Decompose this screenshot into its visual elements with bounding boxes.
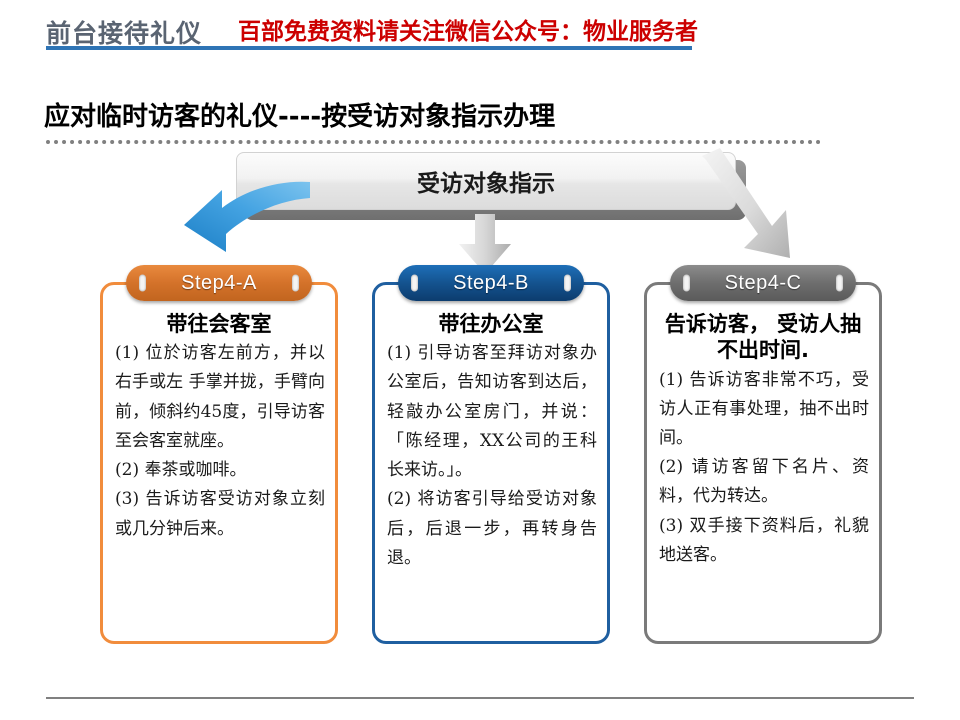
step-body-item: (2) 奉茶或咖啡。 [115,460,247,481]
screw-right-icon [292,274,299,292]
step-body-item: (1) 位於访客左前方，并以右手或左 手掌并拢，手臂向前，倾斜约45度，引导访客… [115,343,325,451]
dotted-divider [46,140,821,144]
step-badge-label-a: Step4-A [181,271,257,294]
step-body-item: (1) 引导访客至拜访对象办公室后，告知访客到达后，轻敲办公室房门，并说：「陈经… [387,343,597,481]
step-badge-b[interactable]: Step4-B [398,265,584,301]
step-badge-label-b: Step4-B [453,271,529,294]
step-badge-c[interactable]: Step4-C [670,265,856,301]
screw-left-icon [683,274,690,292]
step-card-a[interactable]: Step4-A 带往会客室 (1) 位於访客左前方，并以右手或左 手掌并拢，手臂… [100,265,338,644]
step-body-b: (1) 引导访客至拜访对象办公室后，告知访客到达后，轻敲办公室房门，并说：「陈经… [387,339,597,573]
step-title-c: 告诉访客， 受访人抽不出时间. [664,312,862,363]
step-body-item: (2) 将访客引导给受访对象后，后退一步，再转身告退。 [387,489,597,568]
step-body-item: (3) 告诉访客受访对象立刻或几分钟后来。 [115,489,325,539]
screw-right-icon [564,274,571,292]
step-card-c[interactable]: Step4-C 告诉访客， 受访人抽不出时间. (1) 告诉访客非常不巧，受访人… [644,265,882,644]
step-title-a: 带往会客室 [166,312,272,336]
curved-arrow-left-icon [182,178,312,258]
screw-left-icon [139,274,146,292]
section-heading: 应对临时访客的礼仪----按受访对象指示办理 [44,102,556,132]
step-body-a: (1) 位於访客左前方，并以右手或左 手掌并拢，手臂向前，倾斜约45度，引导访客… [115,339,325,544]
banner-label: 受访对象指示 [417,171,555,197]
arrow-down-icon [455,214,515,276]
screw-left-icon [411,274,418,292]
promo-banner-text: 百部免费资料请关注微信公众号：物业服务者 [238,18,698,45]
step-body-item: (1) 告诉访客非常不巧，受访人正有事处理，抽不出时间。 [659,369,869,448]
step-body-c: (1) 告诉访客非常不巧，受访人正有事处理，抽不出时间。 (2) 请访客留下名片… [659,366,869,571]
page-title: 前台接待礼仪 [46,19,203,48]
step-title-b: 带往办公室 [438,312,544,336]
step-body-item: (2) 请访客留下名片、资料，代为转达。 [659,457,869,507]
step-badge-label-c: Step4-C [724,271,802,294]
header-divider [46,46,692,50]
step-badge-a[interactable]: Step4-A [126,265,312,301]
banner-bar: 受访对象指示 [236,152,736,210]
instruction-banner: 受访对象指示 [236,152,746,220]
step-card-b[interactable]: Step4-B 带往办公室 (1) 引导访客至拜访对象办公室后，告知访客到达后，… [372,265,610,644]
arrow-down-right-icon [698,148,828,266]
screw-right-icon [836,274,843,292]
step-body-item: (3) 双手接下资料后，礼貌地送客。 [659,515,869,565]
footer-divider [46,697,914,699]
